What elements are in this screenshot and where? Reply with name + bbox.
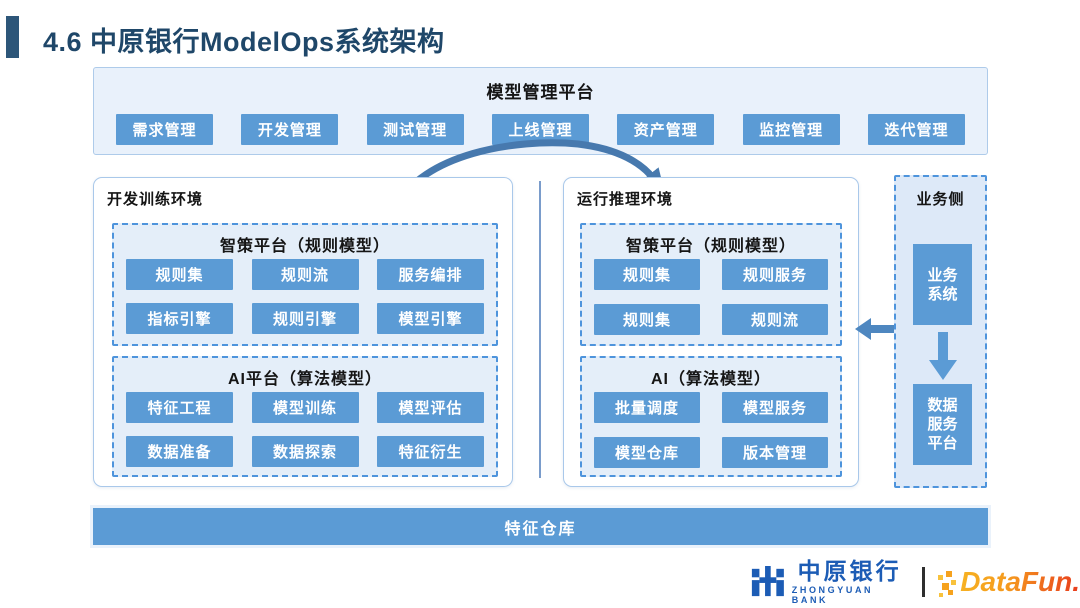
bank-name: 中原银行 (797, 558, 902, 584)
dev-env-label: 开发训练环境 (107, 191, 204, 208)
datafun-pixel-decor (951, 580, 957, 585)
datafun-pixel-decor (948, 590, 954, 595)
business-side-panel: 业务侧 业务系统 数据服务平台 (894, 175, 987, 488)
dev-rule-module-grid: 规则集 规则流 服务编排 指标引擎 规则引擎 模型引擎 (126, 259, 484, 334)
bank-logo-text: 中原银行 ZHONGYUAN BANK (792, 559, 908, 605)
dev-training-environment-panel: 开发训练环境 智策平台（规则模型） 规则集 规则流 服务编排 指标引擎 规则引擎… (93, 177, 513, 487)
run-ai-section: AI（算法模型） 批量调度 模型服务 模型仓库 版本管理 (580, 356, 842, 477)
module-model-service: 模型服务 (722, 392, 828, 423)
page-title: 4.6 中原银行ModelOps系统架构 (43, 27, 445, 57)
module-dev-mgmt: 开发管理 (241, 114, 339, 145)
module-feature-engineering: 特征工程 (126, 392, 233, 423)
business-system-node: 业务系统 (913, 244, 972, 325)
platform-module-row: 需求管理 开发管理 测试管理 上线管理 资产管理 监控管理 迭代管理 (116, 114, 965, 145)
zhongyuan-bank-logo-icon (751, 566, 784, 597)
model-management-platform-panel: 模型管理平台 需求管理 开发管理 测试管理 上线管理 资产管理 监控管理 迭代管… (93, 67, 988, 155)
run-rule-platform-section: 智策平台（规则模型） 规则集 规则服务 规则集 规则流 (580, 223, 842, 346)
module-version-mgmt: 版本管理 (722, 437, 828, 468)
module-release-mgmt: 上线管理 (491, 114, 589, 145)
module-data-exploration: 数据探索 (251, 436, 359, 467)
run-env-label: 运行推理环境 (577, 191, 674, 208)
module-metric-engine: 指标引擎 (126, 303, 233, 334)
module-iteration-mgmt: 迭代管理 (867, 114, 965, 145)
module-asset-mgmt: 资产管理 (617, 114, 715, 145)
datafun-pixel-decor (942, 583, 950, 590)
run-rule-module-grid: 规则集 规则服务 规则集 规则流 (594, 259, 828, 335)
module-requirement-mgmt: 需求管理 (116, 114, 213, 145)
run-rule-platform-title: 智策平台（规则模型） (625, 238, 796, 255)
business-side-label: 业务侧 (916, 191, 965, 208)
module-monitor-mgmt: 监控管理 (742, 114, 840, 145)
datafun-pixel-decor (946, 571, 953, 577)
down-arrow-icon (929, 332, 957, 380)
module-rule-engine: 规则引擎 (251, 303, 359, 334)
dev-ai-platform-title: AI平台（算法模型） (227, 371, 382, 388)
platform-title: 模型管理平台 (486, 83, 595, 102)
module-service-orchestration: 服务编排 (377, 259, 484, 290)
datafun-logo-text: DataFun. (960, 566, 1080, 597)
module-model-engine: 模型引擎 (377, 303, 484, 334)
module-rule-set: 规则集 (126, 259, 233, 290)
module-rule-flow-run: 规则流 (722, 304, 828, 335)
module-data-preparation: 数据准备 (126, 436, 233, 467)
run-ai-module-grid: 批量调度 模型服务 模型仓库 版本管理 (594, 392, 828, 468)
dev-rule-platform-section: 智策平台（规则模型） 规则集 规则流 服务编排 指标引擎 规则引擎 模型引擎 (112, 223, 498, 346)
module-model-training: 模型训练 (251, 392, 359, 423)
module-rule-set-run: 规则集 (594, 259, 700, 290)
module-model-evaluation: 模型评估 (377, 392, 484, 423)
datafun-pixel-decor (938, 575, 944, 580)
title-accent-bar (6, 16, 19, 58)
module-model-repository: 模型仓库 (594, 437, 700, 468)
feature-store-bar: 特征仓库 (93, 508, 988, 545)
module-rule-flow: 规则流 (251, 259, 359, 290)
environment-divider-line (539, 181, 541, 478)
dev-rule-platform-title: 智策平台（规则模型） (219, 238, 390, 255)
datafun-logo: DataFun. (938, 566, 1080, 598)
business-call-left-arrow-icon (855, 318, 895, 340)
dev-ai-platform-section: AI平台（算法模型） 特征工程 模型训练 模型评估 数据准备 数据探索 特征衍生 (112, 356, 498, 477)
datafun-pixel-decor (939, 593, 944, 597)
dev-ai-module-grid: 特征工程 模型训练 模型评估 数据准备 数据探索 特征衍生 (126, 392, 484, 467)
footer-separator (922, 567, 926, 597)
bank-subtitle: ZHONGYUAN BANK (791, 585, 874, 605)
module-test-mgmt: 测试管理 (366, 114, 464, 145)
run-ai-title: AI（算法模型） (650, 371, 771, 388)
module-feature-derivation: 特征衍生 (377, 436, 484, 467)
module-rule-set-run-2: 规则集 (594, 304, 700, 335)
module-rule-service: 规则服务 (722, 259, 828, 290)
module-batch-scheduling: 批量调度 (594, 392, 700, 423)
data-service-platform-node: 数据服务平台 (913, 384, 972, 465)
footer-logos: 中原银行 ZHONGYUAN BANK DataFun. (750, 559, 1080, 605)
runtime-inference-environment-panel: 运行推理环境 智策平台（规则模型） 规则集 规则服务 规则集 规则流 AI（算法… (563, 177, 859, 487)
